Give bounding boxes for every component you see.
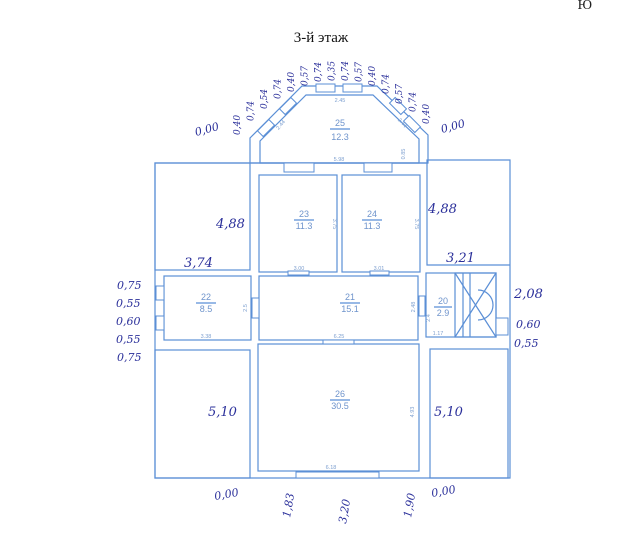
svg-text:11.3: 11.3 bbox=[364, 221, 381, 231]
room-22 bbox=[163, 275, 252, 341]
svg-text:15.1: 15.1 bbox=[341, 304, 359, 314]
svg-text:0,40: 0,40 bbox=[368, 66, 378, 86]
room-label-22: 228.5 bbox=[196, 292, 216, 314]
floor-title: 3-й этаж bbox=[293, 30, 349, 46]
svg-text:3.75: 3.75 bbox=[413, 219, 419, 230]
svg-text:2.5: 2.5 bbox=[243, 304, 249, 312]
svg-text:2.44: 2.44 bbox=[275, 119, 286, 131]
arc-annotations: 0,40 0,74 0,54 0,74 0,40 0,57 0,74 0,35 … bbox=[233, 61, 432, 135]
svg-text:1.17: 1.17 bbox=[433, 331, 444, 337]
svg-text:5,10: 5,10 bbox=[434, 405, 463, 420]
svg-text:0,00: 0,00 bbox=[193, 120, 220, 139]
svg-text:8.5: 8.5 bbox=[200, 304, 213, 314]
svg-text:4.93: 4.93 bbox=[410, 407, 416, 418]
svg-text:2.45: 2.45 bbox=[335, 98, 346, 104]
svg-text:11.3: 11.3 bbox=[296, 221, 313, 231]
printed-dimensions: 2.45 2.44 2.44 5.98 0.85 3.75 3.00 3.75 … bbox=[201, 98, 444, 471]
svg-text:2,08: 2,08 bbox=[513, 287, 543, 302]
svg-text:30.5: 30.5 bbox=[331, 401, 349, 411]
svg-text:20: 20 bbox=[438, 296, 448, 306]
svg-text:0,00: 0,00 bbox=[213, 486, 239, 503]
svg-text:0,55: 0,55 bbox=[116, 297, 141, 310]
svg-text:0,55: 0,55 bbox=[514, 337, 539, 350]
svg-text:0,75: 0,75 bbox=[117, 351, 142, 364]
svg-text:1,90: 1,90 bbox=[401, 492, 418, 518]
svg-text:1,83: 1,83 bbox=[280, 492, 297, 518]
svg-text:0,00: 0,00 bbox=[439, 117, 466, 136]
svg-text:0,40: 0,40 bbox=[422, 104, 432, 124]
svg-text:25: 25 bbox=[335, 118, 345, 128]
svg-text:5,10: 5,10 bbox=[208, 405, 237, 420]
svg-text:0,60: 0,60 bbox=[116, 315, 141, 328]
room-label-23: 23 11.3 bbox=[294, 209, 314, 231]
svg-text:3.75: 3.75 bbox=[331, 219, 337, 230]
svg-text:0,54: 0,54 bbox=[260, 89, 270, 109]
svg-text:0,74: 0,74 bbox=[409, 92, 419, 112]
svg-text:3,20: 3,20 bbox=[336, 498, 353, 524]
corner-mark: Ю bbox=[577, 0, 592, 13]
svg-text:2.9: 2.9 bbox=[437, 308, 450, 318]
svg-text:2.48: 2.48 bbox=[411, 302, 417, 313]
svg-text:3,21: 3,21 bbox=[446, 251, 475, 266]
svg-text:0,74: 0,74 bbox=[314, 62, 324, 82]
windows bbox=[155, 83, 509, 479]
svg-text:6.25: 6.25 bbox=[334, 334, 345, 340]
svg-text:0,40: 0,40 bbox=[233, 115, 243, 135]
svg-text:2.44: 2.44 bbox=[396, 117, 407, 129]
svg-text:0,00: 0,00 bbox=[430, 483, 456, 500]
svg-text:4,88: 4,88 bbox=[215, 217, 245, 232]
svg-text:3,74: 3,74 bbox=[184, 256, 213, 271]
staircase bbox=[454, 272, 497, 338]
room-label-24: 24 11.3 bbox=[362, 209, 382, 231]
room-21 bbox=[258, 275, 419, 341]
svg-text:24: 24 bbox=[367, 209, 377, 219]
room-label-25: 25 12.3 bbox=[330, 118, 350, 142]
svg-text:0,74: 0,74 bbox=[247, 101, 257, 121]
svg-text:0,57: 0,57 bbox=[395, 84, 405, 104]
svg-text:0,55: 0,55 bbox=[116, 333, 141, 346]
handwritten-annotations: 0,00 0,00 0,40 0,74 0,54 0,74 0,40 0,57 … bbox=[116, 61, 543, 525]
svg-text:0,74: 0,74 bbox=[274, 79, 284, 99]
svg-text:0,40: 0,40 bbox=[287, 72, 297, 92]
outer-walls bbox=[154, 85, 511, 479]
svg-text:0.85: 0.85 bbox=[401, 149, 407, 160]
room-24 bbox=[341, 174, 421, 273]
svg-text:2.4: 2.4 bbox=[426, 314, 432, 322]
room-label-21: 21 15.1 bbox=[340, 292, 360, 314]
svg-text:0,74: 0,74 bbox=[341, 61, 351, 81]
svg-text:0,60: 0,60 bbox=[516, 318, 541, 331]
svg-text:0,75: 0,75 bbox=[117, 279, 142, 292]
room-label-20: 202.9 bbox=[434, 296, 452, 318]
svg-text:3.38: 3.38 bbox=[201, 334, 212, 340]
svg-text:23: 23 bbox=[299, 209, 309, 219]
svg-text:26: 26 bbox=[335, 389, 345, 399]
svg-text:22: 22 bbox=[201, 292, 211, 302]
svg-text:6.18: 6.18 bbox=[326, 465, 337, 471]
svg-text:0,74: 0,74 bbox=[382, 74, 392, 94]
svg-text:4,88: 4,88 bbox=[427, 202, 457, 217]
svg-text:5.98: 5.98 bbox=[334, 157, 345, 163]
room-label-26: 26 30.5 bbox=[330, 389, 350, 411]
svg-text:3.01: 3.01 bbox=[374, 266, 385, 272]
svg-text:3.00: 3.00 bbox=[294, 266, 305, 272]
svg-text:21: 21 bbox=[345, 292, 355, 302]
svg-text:0,35: 0,35 bbox=[328, 61, 338, 81]
svg-text:0,57: 0,57 bbox=[301, 66, 311, 86]
svg-text:0,57: 0,57 bbox=[355, 62, 365, 82]
svg-text:12.3: 12.3 bbox=[331, 132, 349, 142]
